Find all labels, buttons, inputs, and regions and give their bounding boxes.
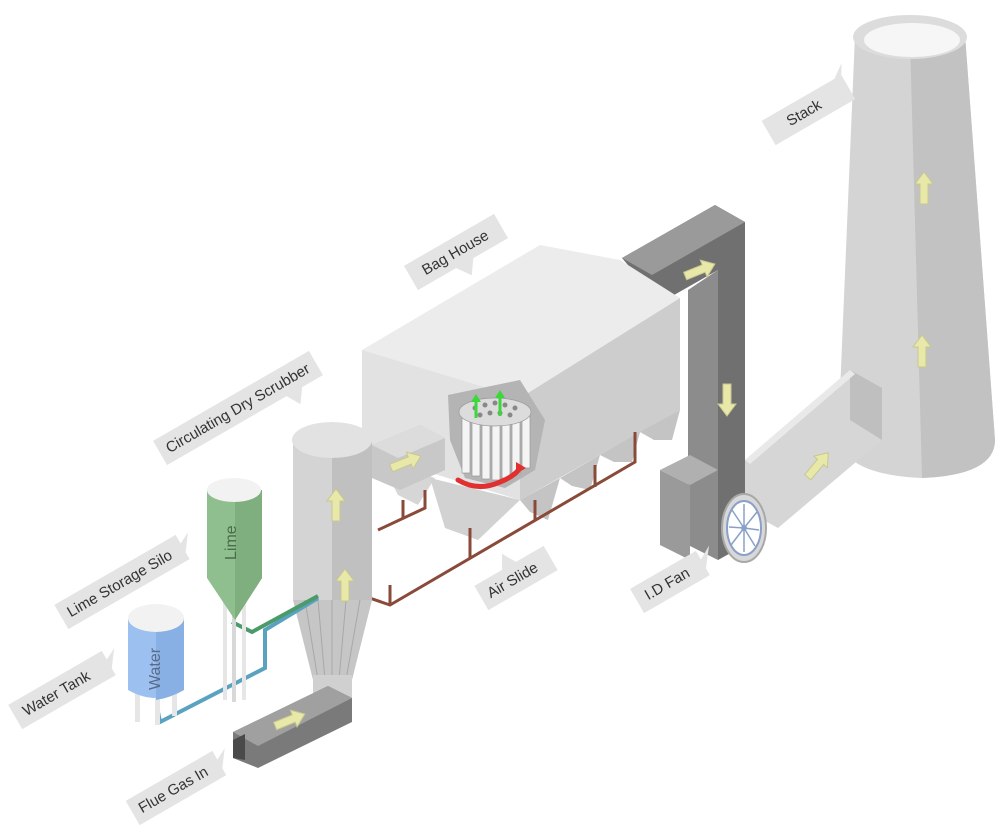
water-tank-label: Water bbox=[147, 647, 164, 690]
id-fan[interactable] bbox=[721, 493, 767, 563]
lime-storage-silo[interactable]: Lime bbox=[207, 478, 262, 702]
callout-flue-gas-in: Flue Gas In bbox=[125, 748, 227, 826]
circulating-dry-scrubber[interactable] bbox=[292, 422, 445, 717]
filter-bags bbox=[458, 390, 532, 481]
callout-water-tank: Water Tank bbox=[8, 648, 116, 730]
callout-stack: Stack bbox=[761, 63, 856, 146]
lime-line bbox=[231, 594, 319, 635]
outlet-duct bbox=[745, 370, 882, 528]
label-circulating-dry-scrubber: Circulating Dry Scrubber bbox=[163, 360, 313, 456]
bag-house[interactable] bbox=[362, 245, 680, 540]
lime-silo-label: Lime bbox=[223, 525, 240, 560]
stack bbox=[838, 15, 995, 478]
water-tank[interactable]: Water bbox=[128, 604, 184, 725]
flue-gas-inlet-duct bbox=[233, 686, 352, 768]
callout-air-slide: Air Slide bbox=[474, 545, 558, 611]
